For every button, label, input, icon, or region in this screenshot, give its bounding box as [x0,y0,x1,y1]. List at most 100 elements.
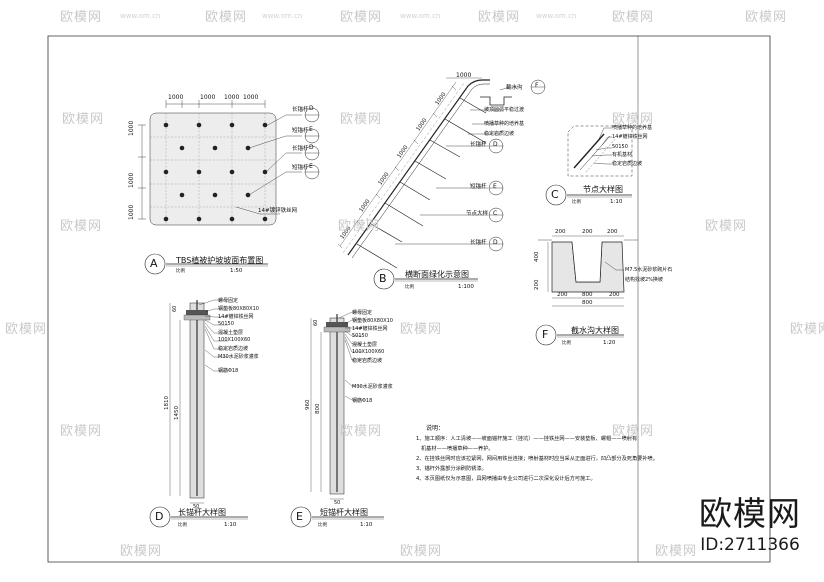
dim-a-side-1: 1000 [128,120,135,136]
detail-c-letter: C [551,188,559,201]
detail-c-node [545,125,633,206]
dim-e-3: 800 [315,403,321,415]
callout-b-2-ref: E [493,183,497,190]
detail-e-letter: E [296,510,303,523]
watermark-logo: 欧模网 [340,424,383,439]
detail-marker-d [149,506,171,528]
note-b-2: 喷播草种的培养基 [484,121,525,127]
dim-f-height-2: 200 [534,279,540,291]
ditch-label: 截水沟 [506,85,523,91]
detail-e-scale: 1:10 [360,522,373,528]
dim-a-side-2: 1000 [128,172,135,188]
callout-a-1: 长锚杆 [292,107,309,113]
label-e-3: 14#镀锌铁丝网 [352,326,388,332]
label-e-1: 螺母固定 [352,310,373,316]
dim-f-top-2: 200 [582,229,593,235]
dim-d-1: 60 [172,305,178,312]
detail-e-short-anchor [290,311,384,528]
callout-a-2: 短锚杆 [292,128,309,134]
callout-a-2-ref: E [309,126,313,133]
notes-line-5: 4、本页图纸仅为示意图，具网喷播由专业公司进行二次深化设计后方可施工。 [416,476,596,482]
note-b-3: 稳定岩质边坡 [484,131,515,137]
watermark-logo: 欧模网 [60,219,103,234]
notes-line-4: 3、锚杆外露部分涂刷防锈漆。 [416,466,487,472]
watermark-url: www.om.cn [262,12,303,20]
watermark-url: www.om.cn [120,12,161,20]
notes-line-3: 2、在挂铁丝网时应该拉紧网，网间用铁丝连接；喷射基材时应当采从正面进行，凹凸部分… [416,456,658,462]
callout-b-2: 短锚杆 [470,184,487,190]
ditch-ref: F [535,82,539,89]
watermark-logo: 欧模网 [120,544,163,559]
detail-f-scale: 1:20 [603,340,616,346]
note-c-3: 50150 [612,144,628,150]
notes-line-1: 1、施工顺序：人工清坡——坡面锚杆施工（挂坑）——挂铁丝网——安装垫板、螺帽——… [416,436,638,442]
mesh-note-a: 14#镀锌铁丝网 [258,208,298,214]
watermark-url: www.om.cn [536,12,577,20]
watermark-logo: 欧模网 [60,10,103,25]
ditch-shape [480,96,512,106]
detail-d-letter: D [155,510,164,523]
brand-stamp: 欧模网 ID:2711366 [690,494,810,556]
label-e-7: 稳定岩质边坡 [352,358,383,364]
detail-f-scale-label: 比例 [562,341,571,346]
note-c-2: 14#镀锌铁丝网 [612,134,648,140]
detail-b-title: 横断面绿化示意图 [405,270,469,279]
detail-a-title: TBS植被护坡坡面布置图 [176,256,264,265]
callout-b-4: 长锚杆 [470,240,487,246]
detail-marker-f [535,324,557,346]
detail-marker-e [290,506,312,528]
watermark-logo: 欧模网 [340,10,383,25]
dim-e-1: 60 [313,319,319,326]
detail-c-scale: 1:10 [610,199,623,205]
watermark-logo: 欧模网 [655,544,698,559]
label-d-2: 钢垫板80X80X10 [218,306,259,312]
dim-a-top-1: 1000 [168,94,184,101]
callout-b-3: 节点大样 [466,211,489,217]
note-c-1: 喷播草种的培养基 [612,125,653,131]
label-d-7: 稳定岩质边坡 [218,346,249,352]
detail-d-scale: 1:10 [224,522,237,528]
dim-a-top-4: 1000 [243,94,259,101]
watermark-logo: 欧模网 [338,219,381,234]
brand-logo: 欧模网 [699,494,801,533]
callout-b-3-ref: C [493,210,498,217]
watermark-logo: 欧模网 [745,10,788,25]
watermark-logo: 欧模网 [705,219,748,234]
dim-d-bottom: 50 [193,504,200,510]
watermark-logo: 欧模网 [60,424,103,439]
label-d-9: 钢筋Φ18 [218,368,239,374]
callout-a-4-ref: E [309,163,313,170]
detail-f-ditch [535,235,638,346]
callout-a-4: 短锚杆 [292,165,309,171]
dim-b-top: 1000 [456,72,472,79]
notes-heading: 说明： [426,425,445,432]
label-d-8: M30水泥砂浆灌浆 [218,354,259,360]
label-d-3: 14#镀锌铁丝网 [218,314,254,320]
detail-c-scale-label: 比例 [572,200,581,205]
detail-b-scale: 1:100 [458,284,474,290]
notes-block: 说明： 1、施工顺序：人工清坡——坡面锚杆施工（挂坑）——挂铁丝网——安装垫板、… [416,424,658,484]
watermark-logo: 欧模网 [205,10,248,25]
anchor-points [163,122,268,222]
label-d-6: 100X100X60 [218,337,251,343]
label-e-6: 100X100X60 [352,349,385,355]
watermark-logo: 欧模网 [790,322,824,337]
note-f-1: M7.5水泥砂浆砌片石 [625,267,673,273]
detail-b-letter: B [379,272,387,285]
label-e-5: 混凝土垫层 [352,342,378,348]
label-d-5: 混凝土垫层 [218,330,244,336]
notes-line-2: 机基材——喷播草种——养护。 [416,446,494,452]
callout-b-4-ref: D [493,239,498,246]
dim-a-top-2: 1000 [200,94,216,101]
callout-b-1: 长锚杆 [470,142,487,148]
sheet-frame [47,35,771,563]
note-c-5: 稳定岩质边坡 [612,161,643,167]
dim-a-top-3: 1000 [224,94,240,101]
dim-d-3: 1450 [174,406,180,420]
label-d-1: 螺母固定 [218,298,239,304]
label-e-4: 50150 [352,333,368,339]
watermark-logo: 欧模网 [612,10,655,25]
dim-f-bottom-1: 200 [557,292,568,298]
detail-d-long-anchor [149,299,248,528]
dim-f-total: 800 [582,300,593,306]
